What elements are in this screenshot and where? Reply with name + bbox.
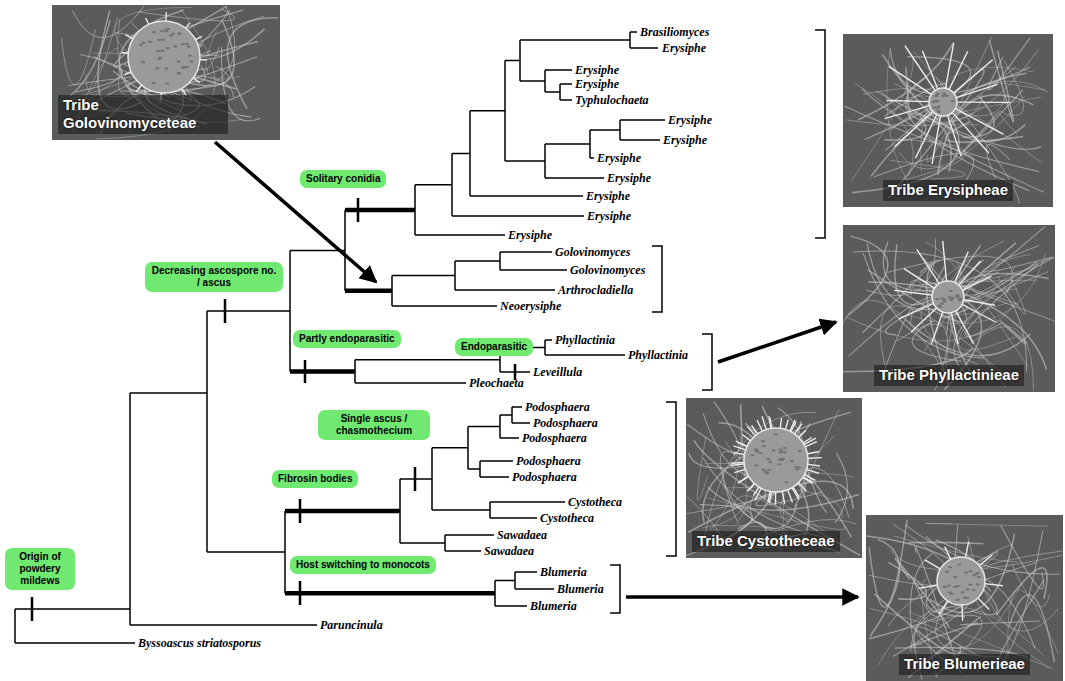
- taxon-name: Blumeria: [540, 564, 587, 580]
- tribe-photo: Tribe Erysipheae: [843, 34, 1053, 207]
- tribe-label: Tribe Erysipheae: [883, 180, 1013, 201]
- taxon-name: Blumeria: [530, 598, 577, 614]
- taxon-name: Leveillula: [533, 364, 582, 380]
- taxon-name: Cystotheca: [568, 494, 622, 510]
- tribe-photo: Tribe Cystotheceae: [686, 398, 862, 558]
- taxon-name: Erysiphe: [597, 150, 641, 166]
- trait-box: Partly endoparasitic: [293, 330, 401, 348]
- taxon-name: Erysiphe: [575, 76, 619, 92]
- tribe-photo: Tribe Phyllactinieae: [843, 225, 1055, 392]
- taxon-name: Podosphaera: [522, 430, 587, 446]
- trait-box: Fibrosin bodies: [272, 470, 358, 488]
- pointer-arrow: [215, 142, 376, 282]
- trait-box: Single ascus / chasmothecium: [318, 410, 430, 440]
- taxon-name: Erysiphe: [668, 112, 712, 128]
- trait-box: Origin of powdery mildews: [5, 548, 75, 590]
- taxon-name: Brasiliomyces: [640, 24, 709, 40]
- trait-label: Endoparasitic: [461, 341, 527, 353]
- trait-label: Origin of powdery mildews: [11, 551, 69, 587]
- taxon-name: Byssoascus striatosporus: [138, 635, 261, 651]
- tribe-label: Tribe Blumerieae: [899, 654, 1030, 675]
- tree-branches: [15, 32, 665, 643]
- taxon-name: Podosphaera: [525, 399, 590, 415]
- trait-ticks: [32, 198, 515, 621]
- trait-box: Host switching to monocots: [290, 556, 436, 574]
- hyphae-texture: [52, 5, 280, 140]
- pointer-arrow: [626, 595, 858, 599]
- taxon-name: Neoerysiphe: [500, 298, 561, 314]
- taxon-name: Erysiphe: [663, 132, 707, 148]
- trait-label: Decreasing ascospore no. / ascus: [151, 265, 277, 289]
- taxon-name: Paruncinula: [320, 617, 383, 633]
- taxon-name: Golovinomyces: [555, 244, 630, 260]
- trait-label: Single ascus / chasmothecium: [324, 413, 424, 437]
- taxon-name: Cystotheca: [540, 510, 594, 526]
- tribe-label: Tribe Phyllactinieae: [874, 365, 1024, 386]
- tribe-photo: Tribe Golovinomyceteae: [52, 5, 280, 140]
- taxon-name: Phyllactinia: [628, 347, 688, 363]
- taxon-name: Erysiphe: [508, 227, 552, 243]
- taxon-name: Sawadaea: [497, 527, 547, 543]
- taxon-name: Blumeria: [557, 581, 604, 597]
- pointer-arrow: [718, 322, 836, 362]
- trait-box: Decreasing ascospore no. / ascus: [145, 262, 283, 292]
- hyphae-texture: [843, 34, 1053, 207]
- chasmothecium: [730, 416, 821, 505]
- taxon-name: Podosphaera: [516, 453, 581, 469]
- trait-box: Endoparasitic: [455, 338, 533, 356]
- hyphae-texture: [866, 515, 1063, 681]
- tribe-label: Tribe Cystotheceae: [692, 531, 840, 552]
- trait-box: Solitary conidia: [300, 170, 386, 188]
- trait-label: Host switching to monocots: [296, 559, 430, 571]
- taxon-name: Sawadaea: [484, 543, 534, 559]
- taxon-name: Erysiphe: [607, 170, 651, 186]
- taxon-name: Erysiphe: [575, 62, 619, 78]
- hyphae-texture: [686, 398, 862, 558]
- taxon-name: Erysiphe: [586, 188, 630, 204]
- taxon-name: Podosphaera: [512, 469, 577, 485]
- trait-label: Partly endoparasitic: [299, 333, 395, 345]
- taxon-name: Golovinomyces: [570, 262, 645, 278]
- taxon-name: Arthrocladiella: [558, 282, 633, 298]
- chasmothecium: [884, 43, 1009, 164]
- chasmothecium: [894, 241, 996, 345]
- taxon-name: Typhulochaeta: [575, 92, 649, 108]
- taxon-name: Erysiphe: [662, 40, 706, 56]
- taxon-name: Erysiphe: [587, 208, 631, 224]
- taxon-name: Podosphaera: [533, 415, 598, 431]
- taxon-name: Phyllactinia: [555, 332, 615, 348]
- taxon-name: Pleochaeta: [469, 375, 524, 391]
- trait-label: Fibrosin bodies: [278, 473, 352, 485]
- trait-label: Solitary conidia: [306, 173, 380, 185]
- tribe-photo: Tribe Blumerieae: [866, 515, 1063, 681]
- chasmothecium: [122, 12, 207, 100]
- tribe-label: Tribe Golovinomyceteae: [58, 95, 228, 135]
- thick-branches: [285, 210, 495, 593]
- chasmothecium: [918, 542, 1003, 621]
- hyphae-texture: [843, 225, 1055, 392]
